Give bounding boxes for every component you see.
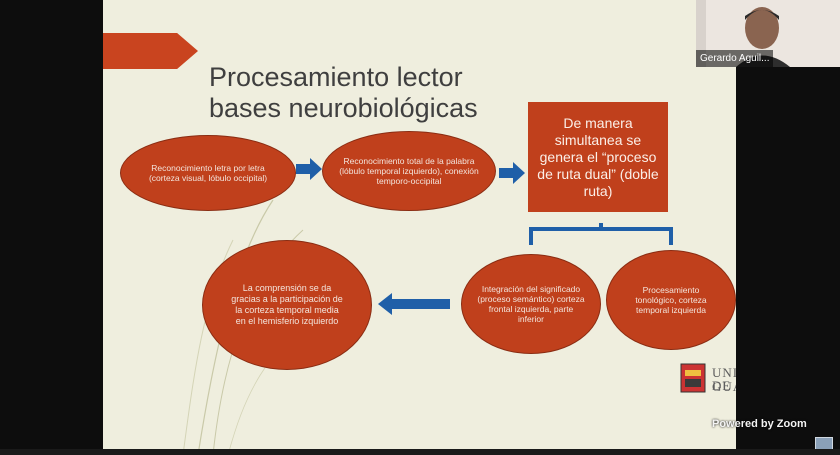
logo-line-1: UNIVERSIDAD DE <box>712 365 736 393</box>
participant-video[interactable]: Gerardo Aguil... <box>696 0 840 67</box>
branch-bracket <box>529 223 673 245</box>
slide-title-line-1: Procesamiento lector <box>209 62 463 92</box>
slide-title-line-2: bases neurobiológicas <box>209 93 478 123</box>
node-comprehension: La comprensión se da gracias a la partic… <box>202 240 372 370</box>
bottom-toolbar <box>0 449 840 455</box>
node-letter-recognition: Reconocimiento letra por letra (corteza … <box>120 135 296 211</box>
node-word-recognition: Reconocimiento total de la palabra (lóbu… <box>322 131 496 211</box>
powered-by-zoom: Powered by Zoom <box>712 418 807 430</box>
university-crest-icon <box>680 363 706 393</box>
node-dual-route-text: De manera simultanea se genera el “proce… <box>537 114 659 199</box>
participant-name: Gerardo Aguil... <box>696 50 774 67</box>
arrow-right-2 <box>499 162 525 184</box>
node-phonological-text: Procesamiento tonológico, corteza tempor… <box>635 285 707 315</box>
arrow-right-1 <box>296 158 322 180</box>
node-semantic-integration-text: Integración del significado (proceso sem… <box>477 284 585 324</box>
node-phonological: Procesamiento tonológico, corteza tempor… <box>606 250 736 350</box>
title-ribbon <box>103 33 198 69</box>
node-dual-route: De manera simultanea se genera el “proce… <box>528 102 668 212</box>
node-comprehension-text: La comprensión se da gracias a la partic… <box>231 283 343 326</box>
node-word-recognition-text: Reconocimiento total de la palabra (lóbu… <box>339 156 479 186</box>
node-letter-recognition-text: Reconocimiento letra por letra (corteza … <box>148 163 268 183</box>
slide-title: Procesamiento lector bases neurobiológic… <box>209 62 529 124</box>
presentation-slide: Procesamiento lector bases neurobiológic… <box>103 0 736 455</box>
logo-line-2: GUADALAJARA <box>712 379 736 394</box>
node-semantic-integration: Integración del significado (proceso sem… <box>461 254 601 354</box>
arrow-left <box>378 293 450 315</box>
